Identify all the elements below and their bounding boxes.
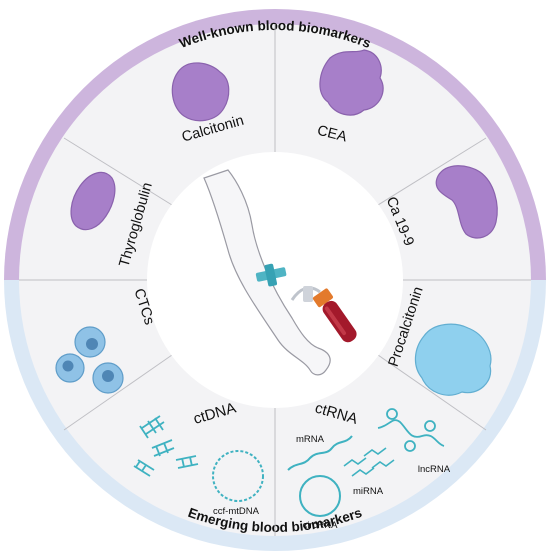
lncrna-label: lncRNA [418,464,451,475]
calcitonin-protein-icon [171,62,230,122]
mirna-strands-icon [343,447,395,477]
ccf-mtdna-circle-icon [212,450,264,502]
tourniquet-clip [264,263,278,287]
procalcitonin-protein-icon [414,323,492,396]
ccf-mtdna-label: ccf-mtDNA [213,506,260,517]
segment-dividers [19,24,531,536]
blood-tube-icon [312,288,357,343]
cea-protein-icon [319,49,384,116]
mrna-strand-icon [287,435,353,471]
lncrna-strand-icon [377,408,445,452]
arm-shape [203,169,331,376]
ctc-cells-icon [55,326,124,394]
ctdna-fragments-icon [133,415,199,477]
needle-holder [303,286,313,302]
circrna-circle-icon [299,475,341,517]
circrna-label: circRNA [303,520,338,531]
cea-label: CEA [316,123,349,146]
mirna-label: miRNA [353,486,384,497]
mrna-label: mRNA [296,434,325,445]
thyroglobulin-protein-icon [70,171,116,231]
arm-blood-draw-illustration [203,169,357,376]
ca199-protein-icon [435,165,498,239]
